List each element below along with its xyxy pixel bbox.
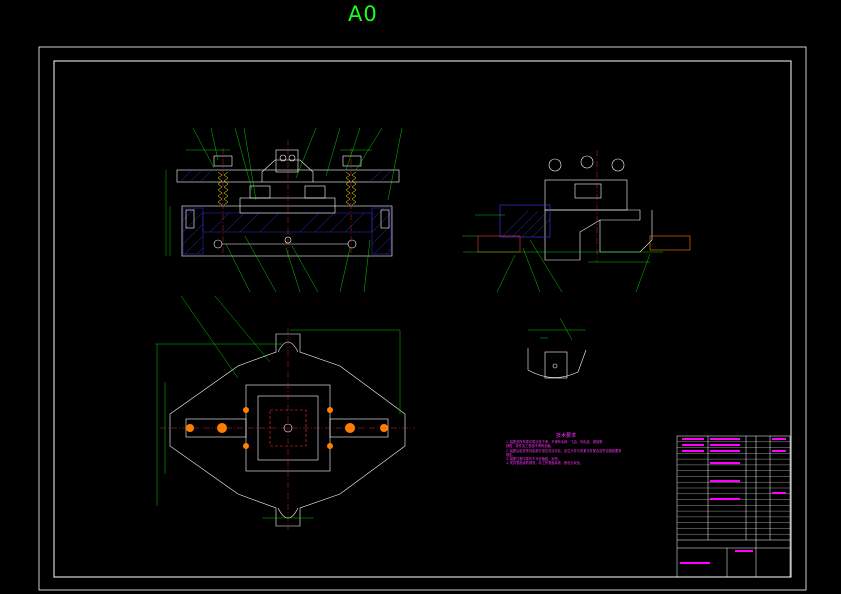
- notes-line: 1.装配前所有零件需清洗干净，不得有毛刺、飞边、氧化皮、锈蚀等: [506, 440, 603, 445]
- inner-border: [53, 60, 792, 578]
- detail-view: [527, 317, 587, 379]
- top-view: [155, 295, 415, 530]
- title-block-marks: [680, 438, 786, 564]
- outer-border: [38, 46, 807, 591]
- front-view: [165, 127, 403, 293]
- technical-requirements-notes: 技术要求 1.装配前所有零件需清洗干净，不得有毛刺、飞边、氧化皮、锈蚀等 缺陷，…: [506, 433, 626, 466]
- notes-title: 技术要求: [555, 433, 576, 439]
- notes-line: 2.装配后检查夹具各部分是否灵活可靠，定位元件与夹紧元件配合应符合图纸要求: [506, 448, 622, 453]
- title-block-rows: [677, 441, 790, 535]
- notes-line: 3.装配过程中零件不允许磕碰、划伤。: [506, 457, 561, 462]
- notes-line: 4.夹具表面涂防锈漆，非工作表面涂漆。颜色为灰色。: [506, 461, 584, 466]
- notes-line: 规定。: [506, 452, 516, 457]
- notes-line: 缺陷，零件加工表面不得有划痕。: [506, 444, 554, 449]
- title-block: [676, 435, 791, 578]
- side-view: [462, 150, 691, 293]
- sheet-size-label: A0: [348, 2, 378, 26]
